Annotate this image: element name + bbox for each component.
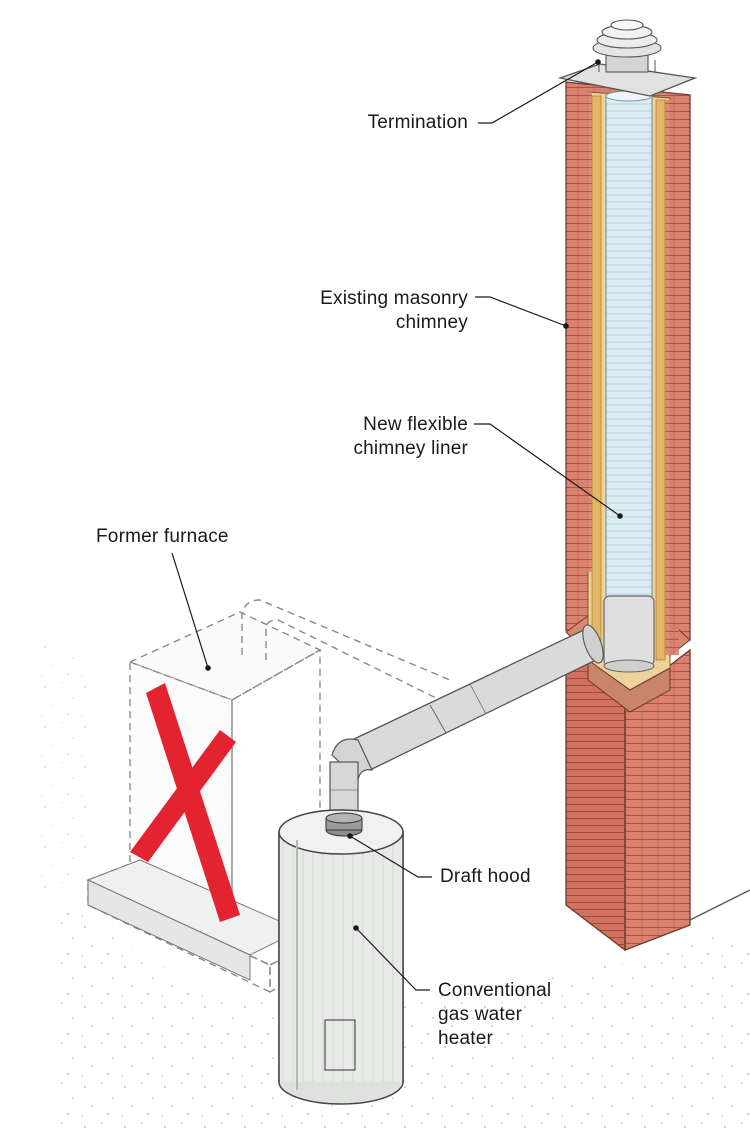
- label-draft-hood: Draft hood: [440, 866, 531, 887]
- wall-floor-edge: [679, 889, 750, 926]
- termination-cap: [557, 19, 698, 97]
- label-new-flexible-chimney-liner: New flexible chimney liner: [353, 414, 468, 459]
- furnace-base: [86, 859, 302, 981]
- flexible-liner: [603, 90, 655, 673]
- label-conventional-gas-water-heater: Conventional gas water heater: [438, 980, 552, 1049]
- water-heater: [278, 809, 404, 1105]
- label-existing-masonry-chimney: Existing masonry chimney: [320, 288, 468, 333]
- removed-x-mark: [130, 683, 240, 922]
- label-termination: Termination: [367, 112, 468, 133]
- floor-texture: [40, 640, 750, 1130]
- leader-lines: [171, 59, 623, 991]
- label-former-furnace: Former furnace: [96, 526, 229, 547]
